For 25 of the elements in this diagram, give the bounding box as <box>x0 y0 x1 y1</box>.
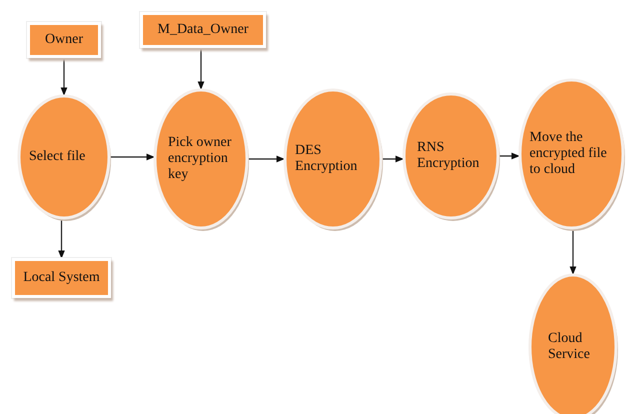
node-label: Select file <box>29 148 86 166</box>
arrow <box>60 58 68 96</box>
process-ellipse <box>518 78 625 230</box>
node-label: DES Encryption <box>295 142 358 176</box>
node-label: Move the encrypted file to cloud <box>530 130 608 178</box>
arrow <box>382 156 404 162</box>
arrow <box>58 218 65 259</box>
node-label: Local System <box>23 270 100 286</box>
arrow <box>570 228 576 275</box>
arrow <box>499 152 520 160</box>
node-label: M_Data_Owner <box>158 22 248 38</box>
process-ellipse <box>283 88 383 230</box>
arrow <box>248 156 285 162</box>
entity-box <box>27 22 101 58</box>
process-ellipse <box>153 88 249 230</box>
entity-box <box>12 258 111 298</box>
arrow <box>110 154 155 160</box>
process-ellipse <box>402 92 500 220</box>
entity-box <box>140 12 266 48</box>
process-ellipse <box>17 94 111 220</box>
arrow <box>198 48 204 90</box>
node-label: Owner <box>44 32 84 48</box>
node-label: Pick owner encryption key <box>168 134 232 184</box>
node-label: RNS Encryption <box>417 140 480 172</box>
node-label: Cloud Service <box>548 330 591 364</box>
